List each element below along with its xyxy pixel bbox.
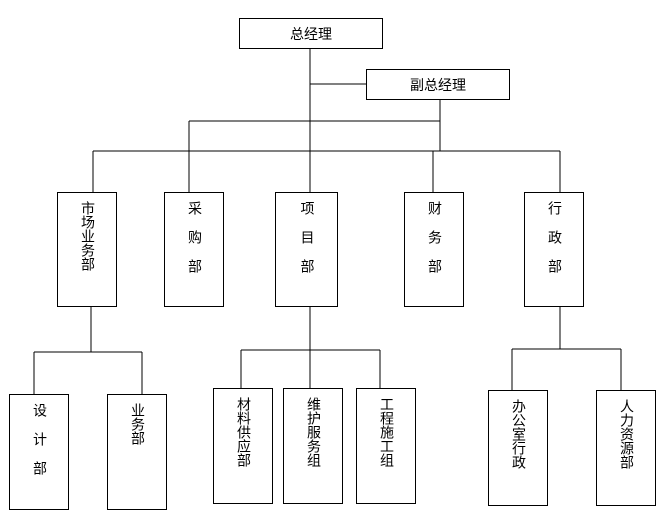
node-finance-dept: 财务部	[404, 192, 464, 307]
node-office-admin: 办公室行政	[488, 390, 548, 506]
node-market-dept: 市场业务部	[57, 192, 117, 307]
node-design-dept: 设计部	[9, 394, 69, 510]
node-purchase-dept: 采购部	[164, 192, 224, 307]
node-general-manager: 总经理	[239, 18, 383, 49]
node-admin-dept: 行政部	[524, 192, 584, 307]
node-maintenance-group: 维护服务组	[283, 388, 343, 504]
node-project-dept: 项目部	[275, 192, 338, 307]
node-hr-dept: 人力资源部	[596, 390, 656, 506]
node-business-dept: 业务部	[107, 394, 167, 510]
node-material-supply-dept: 材料供应部	[213, 388, 273, 504]
node-construction-group: 工程施工组	[356, 388, 416, 504]
node-vice-general-manager: 副总经理	[366, 69, 510, 100]
